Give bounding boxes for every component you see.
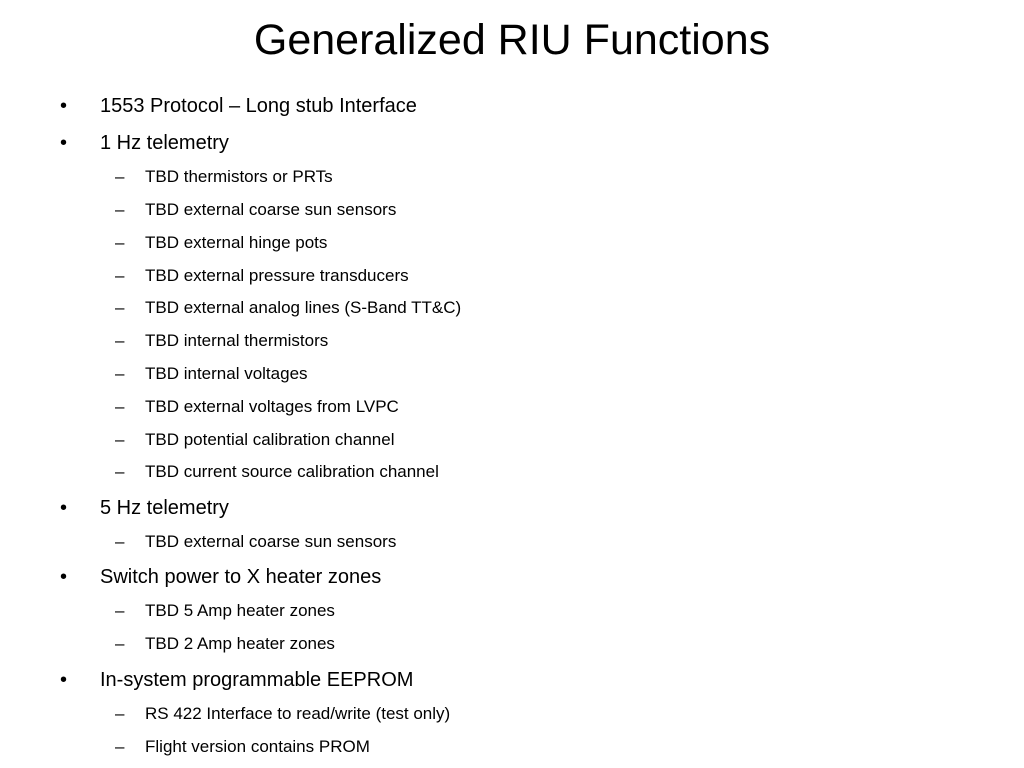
sub-bullet-item: – TBD external analog lines (S-Band TT&C) xyxy=(0,293,1024,323)
sub-bullet-item: – TBD thermistors or PRTs xyxy=(0,162,1024,192)
sub-bullet-text: TBD external coarse sun sensors xyxy=(145,532,397,551)
sub-bullet-item: – TBD external voltages from LVPC xyxy=(0,392,1024,422)
bullet-marker: • xyxy=(60,132,68,154)
sub-bullet-text: TBD 2 Amp heater zones xyxy=(145,634,335,653)
sub-bullet-text: TBD potential calibration channel xyxy=(145,430,395,449)
dash-marker: – xyxy=(115,331,125,350)
dash-marker: – xyxy=(115,634,125,653)
bullet-marker: • xyxy=(60,566,68,588)
dash-marker: – xyxy=(115,601,125,620)
sub-bullet-text: TBD external analog lines (S-Band TT&C) xyxy=(145,298,462,317)
dash-marker: – xyxy=(115,167,125,186)
dash-marker: – xyxy=(115,462,125,481)
sub-bullet-text: TBD external voltages from LVPC xyxy=(145,397,399,416)
dash-marker: – xyxy=(115,200,125,219)
sub-bullet-item: – RS 422 Interface to read/write (test on… xyxy=(0,699,1024,729)
sub-bullet-text: TBD external pressure transducers xyxy=(145,266,409,285)
sub-bullet-item: – TBD potential calibration channel xyxy=(0,425,1024,455)
dash-marker: – xyxy=(115,233,125,252)
dash-marker: – xyxy=(115,266,125,285)
bullet-text: 5 Hz telemetry xyxy=(100,497,229,519)
bullet-text: 1 Hz telemetry xyxy=(100,132,229,154)
slide-title: Generalized RIU Functions xyxy=(253,16,771,64)
sub-bullet-item: – TBD external pressure transducers xyxy=(0,261,1024,291)
sub-bullet-item: – TBD internal voltages xyxy=(0,359,1024,389)
dash-marker: – xyxy=(115,532,125,551)
dash-marker: – xyxy=(115,704,125,723)
sub-bullet-item: – TBD current source calibration channel xyxy=(0,457,1024,487)
sub-bullet-text: Flight version contains PROM xyxy=(145,737,370,756)
sub-bullet-item: – TBD internal thermistors xyxy=(0,326,1024,356)
bullet-marker: • xyxy=(60,669,68,691)
sub-bullet-text: TBD external coarse sun sensors xyxy=(145,200,397,219)
bullet-marker: • xyxy=(60,497,68,519)
bullet-item: • Switch power to X heater zones xyxy=(0,562,1024,592)
sub-bullet-text: TBD external hinge pots xyxy=(145,233,328,252)
bullet-item: • 1 Hz telemetry xyxy=(0,128,1024,158)
sub-bullet-text: RS 422 Interface to read/write (test onl… xyxy=(145,704,451,723)
sub-bullet-text: TBD internal thermistors xyxy=(145,331,329,350)
sub-bullet-text: TBD 5 Amp heater zones xyxy=(145,601,335,620)
sub-bullet-text: TBD internal voltages xyxy=(145,364,308,383)
sub-bullet-item: – Flight version contains PROM xyxy=(0,732,1024,762)
sub-bullet-text: TBD current source calibration channel xyxy=(145,462,439,481)
sub-bullet-text: TBD thermistors or PRTs xyxy=(145,167,333,186)
dash-marker: – xyxy=(115,364,125,383)
dash-marker: – xyxy=(115,430,125,449)
dash-marker: – xyxy=(115,737,125,756)
bullet-text: Switch power to X heater zones xyxy=(100,566,382,588)
dash-marker: – xyxy=(115,397,125,416)
bullet-item: • 1553 Protocol – Long stub Interface xyxy=(0,91,1024,121)
bullet-marker: • xyxy=(60,95,68,117)
bullet-text: In-system programmable EEPROM xyxy=(100,669,414,691)
sub-bullet-item: – TBD 5 Amp heater zones xyxy=(0,596,1024,626)
sub-bullet-item: – TBD external coarse sun sensors xyxy=(0,195,1024,225)
bullet-text: 1553 Protocol – Long stub Interface xyxy=(100,95,417,117)
dash-marker: – xyxy=(115,298,125,317)
sub-bullet-item: – TBD 2 Amp heater zones xyxy=(0,629,1024,659)
sub-bullet-item: – TBD external coarse sun sensors xyxy=(0,527,1024,557)
bullet-item: • In-system programmable EEPROM xyxy=(0,665,1024,695)
sub-bullet-item: – TBD external hinge pots xyxy=(0,228,1024,258)
bullet-item: • 5 Hz telemetry xyxy=(0,493,1024,523)
